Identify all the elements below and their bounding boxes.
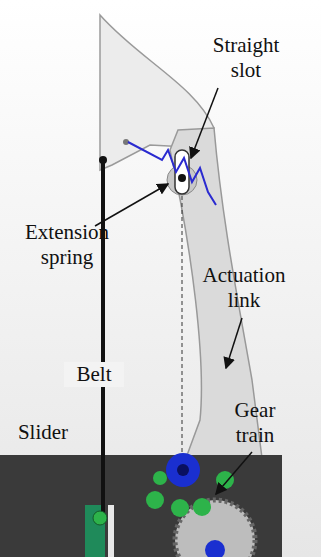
leader-line: [191, 88, 218, 158]
idler-gear: [153, 471, 167, 485]
belt-pulley: [93, 511, 107, 525]
part-label: Actuation link: [188, 263, 300, 313]
belt: [101, 162, 105, 514]
idler-gear: [193, 498, 211, 516]
idler-gear: [146, 491, 164, 509]
slot-pin: [178, 174, 186, 182]
idler-gear: [171, 499, 189, 517]
extension-spring: [128, 142, 216, 205]
leader-line: [226, 318, 242, 368]
idler-gear: [216, 471, 234, 489]
leader-line: [95, 184, 168, 226]
part-label: Belt: [64, 362, 124, 387]
part-label: Slider: [12, 420, 74, 445]
axis-line: [182, 196, 183, 455]
belt-anchor: [99, 156, 107, 164]
link-gear-hub: [177, 464, 189, 476]
part-label: Extension spring: [12, 220, 122, 270]
link-gear: [166, 453, 200, 487]
drive-gear: [205, 540, 225, 557]
slider-rail: [108, 505, 114, 557]
part-label: Straight slot: [198, 33, 294, 83]
part-label: Gear train: [222, 398, 288, 448]
leader-line: [216, 452, 252, 494]
